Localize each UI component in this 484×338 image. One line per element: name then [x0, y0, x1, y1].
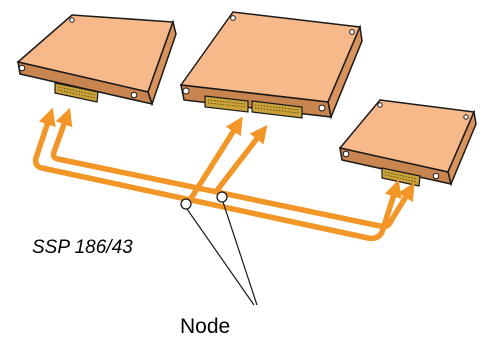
bus-stub-outer: [187, 116, 243, 202]
node-callout-lines: [186, 201, 258, 306]
control-unit-left: [16, 14, 177, 107]
connector-icon: [54, 82, 99, 103]
callout-label: Node: [180, 315, 230, 338]
node-marker-icon: [180, 198, 192, 210]
bus-wire-outer: [32, 107, 402, 242]
node-markers: [180, 191, 228, 210]
node-marker-icon: [216, 191, 228, 203]
control-unit-right: [338, 99, 477, 187]
control-unit-middle: [179, 11, 363, 120]
diagram-label: SSP 186/43: [32, 237, 133, 258]
bus-stub-inner: [212, 125, 268, 195]
